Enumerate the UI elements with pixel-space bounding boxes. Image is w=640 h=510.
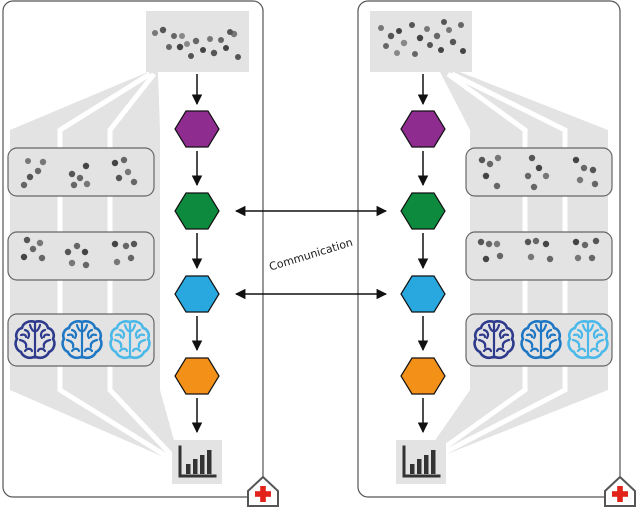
- site-right-layer-row-2: [465, 231, 613, 281]
- site-left: [2, 0, 279, 507]
- site-left-model-row: [7, 313, 155, 367]
- data-points-icon: [152, 26, 241, 60]
- hexagon-icon: [400, 357, 446, 395]
- data-points-icon: [378, 19, 466, 57]
- communication-label: Communication: [268, 236, 355, 274]
- hexagon-icon: [174, 275, 220, 313]
- hexagon-icon: [400, 192, 446, 230]
- hexagon-icon: [400, 275, 446, 313]
- site-left-dataset: [146, 11, 249, 72]
- site-left-layer-row-2: [7, 231, 155, 281]
- hexagon-icon: [174, 192, 220, 230]
- hexagon-icon: [174, 357, 220, 395]
- site-right-pipeline: [400, 74, 446, 434]
- brain-icon: [473, 320, 515, 360]
- brain-icon: [109, 320, 151, 360]
- site-left-pipeline: [174, 74, 220, 434]
- site-right-layer-row-1: [465, 147, 613, 197]
- site-right-dataset: [370, 11, 472, 72]
- brain-icon: [520, 320, 562, 360]
- brain-icon: [567, 320, 609, 360]
- hexagon-icon: [174, 110, 220, 148]
- site-left-layer-row-1: [7, 147, 155, 197]
- site-right-model-row: [465, 313, 613, 367]
- hexagon-icon: [400, 110, 446, 148]
- site-right: [357, 0, 636, 507]
- brain-icon: [14, 320, 56, 360]
- brain-icon: [61, 320, 103, 360]
